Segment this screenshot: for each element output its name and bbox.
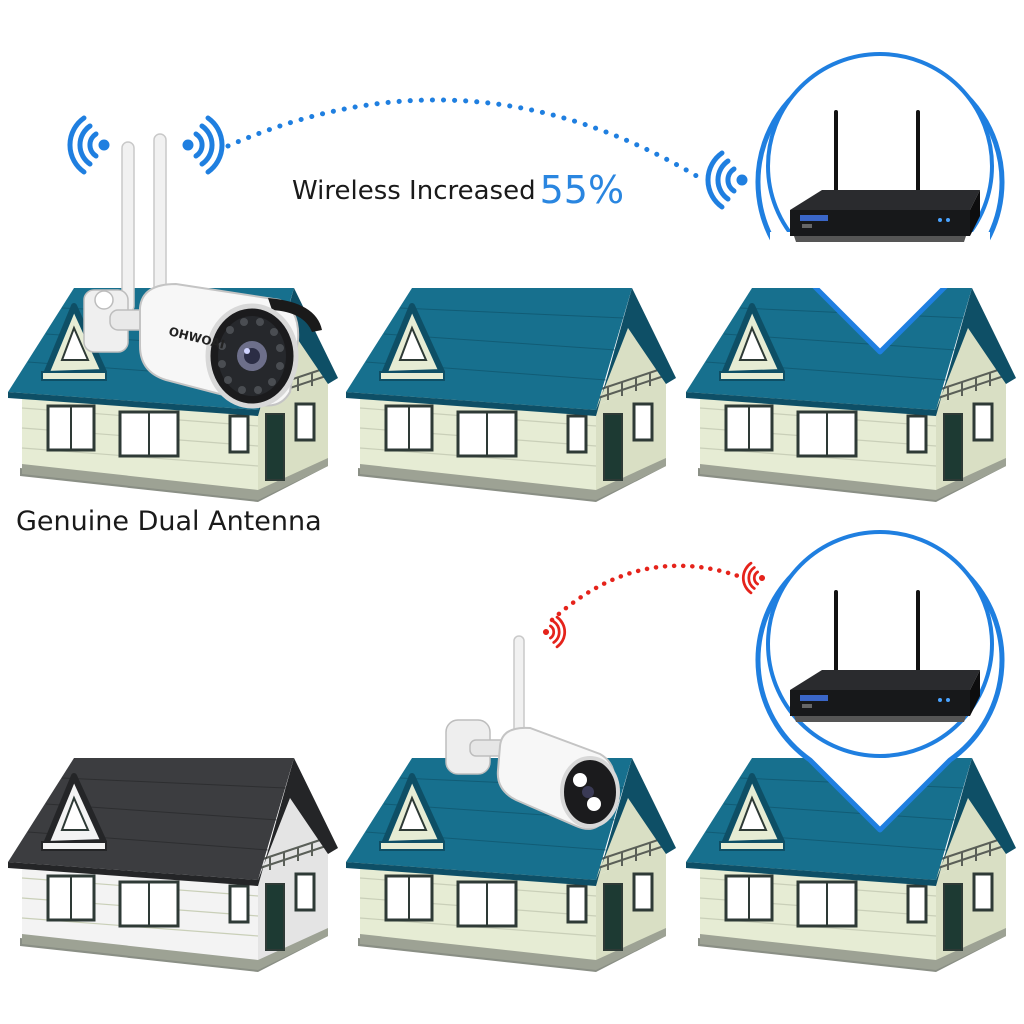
- wifi-signal-icon: [183, 118, 222, 172]
- wifi-signal-icon: [541, 615, 567, 649]
- wifi-signal-icon: [70, 118, 109, 172]
- wifi-signal-icon: [741, 561, 767, 595]
- wifi-signal-icon: [708, 153, 747, 207]
- house-top-middle: [346, 288, 676, 502]
- wireless-increase-label: Wireless Increased: [292, 176, 536, 206]
- camera-icon: [445, 635, 620, 830]
- camera-icon: OHWOAI: [83, 133, 322, 409]
- signal-path-long-range: [225, 97, 703, 181]
- dual-antenna-caption: Genuine Dual Antenna: [16, 506, 322, 537]
- wireless-increase-value: 55%: [539, 168, 625, 212]
- house-bottom-left-out-of-range: [8, 758, 338, 972]
- signal-path-short-range: [549, 563, 747, 623]
